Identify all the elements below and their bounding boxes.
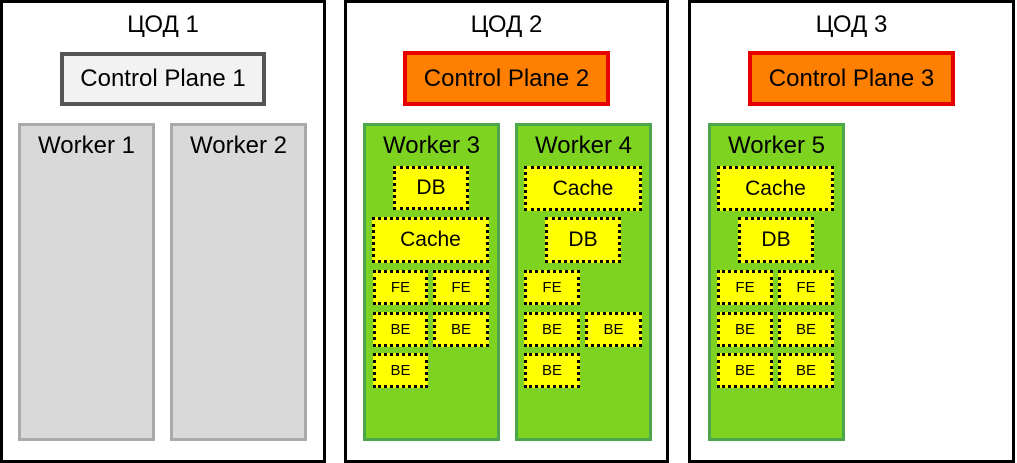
cache-service: Cache — [372, 217, 489, 263]
control-plane-3: Control Plane 3 — [748, 51, 955, 106]
be-service: BE — [524, 312, 580, 347]
db-service: DB — [738, 217, 814, 263]
worker-label: Worker 3 — [383, 132, 480, 159]
worker-2: Worker 2 — [170, 123, 307, 441]
fe-service: FE — [778, 270, 834, 305]
worker-1: Worker 1 — [18, 123, 155, 441]
datacenter-title: ЦОД 2 — [470, 11, 543, 38]
be-service: BE — [524, 353, 580, 388]
cache-service: Cache — [717, 166, 834, 211]
be-service: BE — [373, 312, 428, 347]
worker-label: Worker 5 — [728, 132, 825, 159]
control-plane-2: Control Plane 2 — [403, 51, 610, 106]
datacenter-title: ЦОД 1 — [127, 11, 199, 38]
fe-service: FE — [717, 270, 773, 305]
worker-label: Worker 1 — [38, 132, 135, 159]
datacenter-title: ЦОД 3 — [815, 11, 888, 38]
cache-service: Cache — [524, 166, 642, 211]
be-service: BE — [433, 312, 489, 347]
control-plane-1: Control Plane 1 — [60, 52, 266, 106]
fe-service: FE — [373, 270, 428, 305]
fe-service: FE — [433, 270, 489, 305]
worker-label: Worker 4 — [535, 132, 632, 159]
be-service: BE — [585, 312, 642, 347]
be-service: BE — [778, 353, 834, 388]
db-service: DB — [393, 166, 469, 210]
db-service: DB — [545, 217, 621, 263]
be-service: BE — [373, 353, 428, 388]
be-service: BE — [717, 353, 773, 388]
be-service: BE — [778, 312, 834, 347]
fe-service: FE — [524, 270, 580, 305]
worker-label: Worker 2 — [190, 132, 287, 159]
be-service: BE — [717, 312, 773, 347]
